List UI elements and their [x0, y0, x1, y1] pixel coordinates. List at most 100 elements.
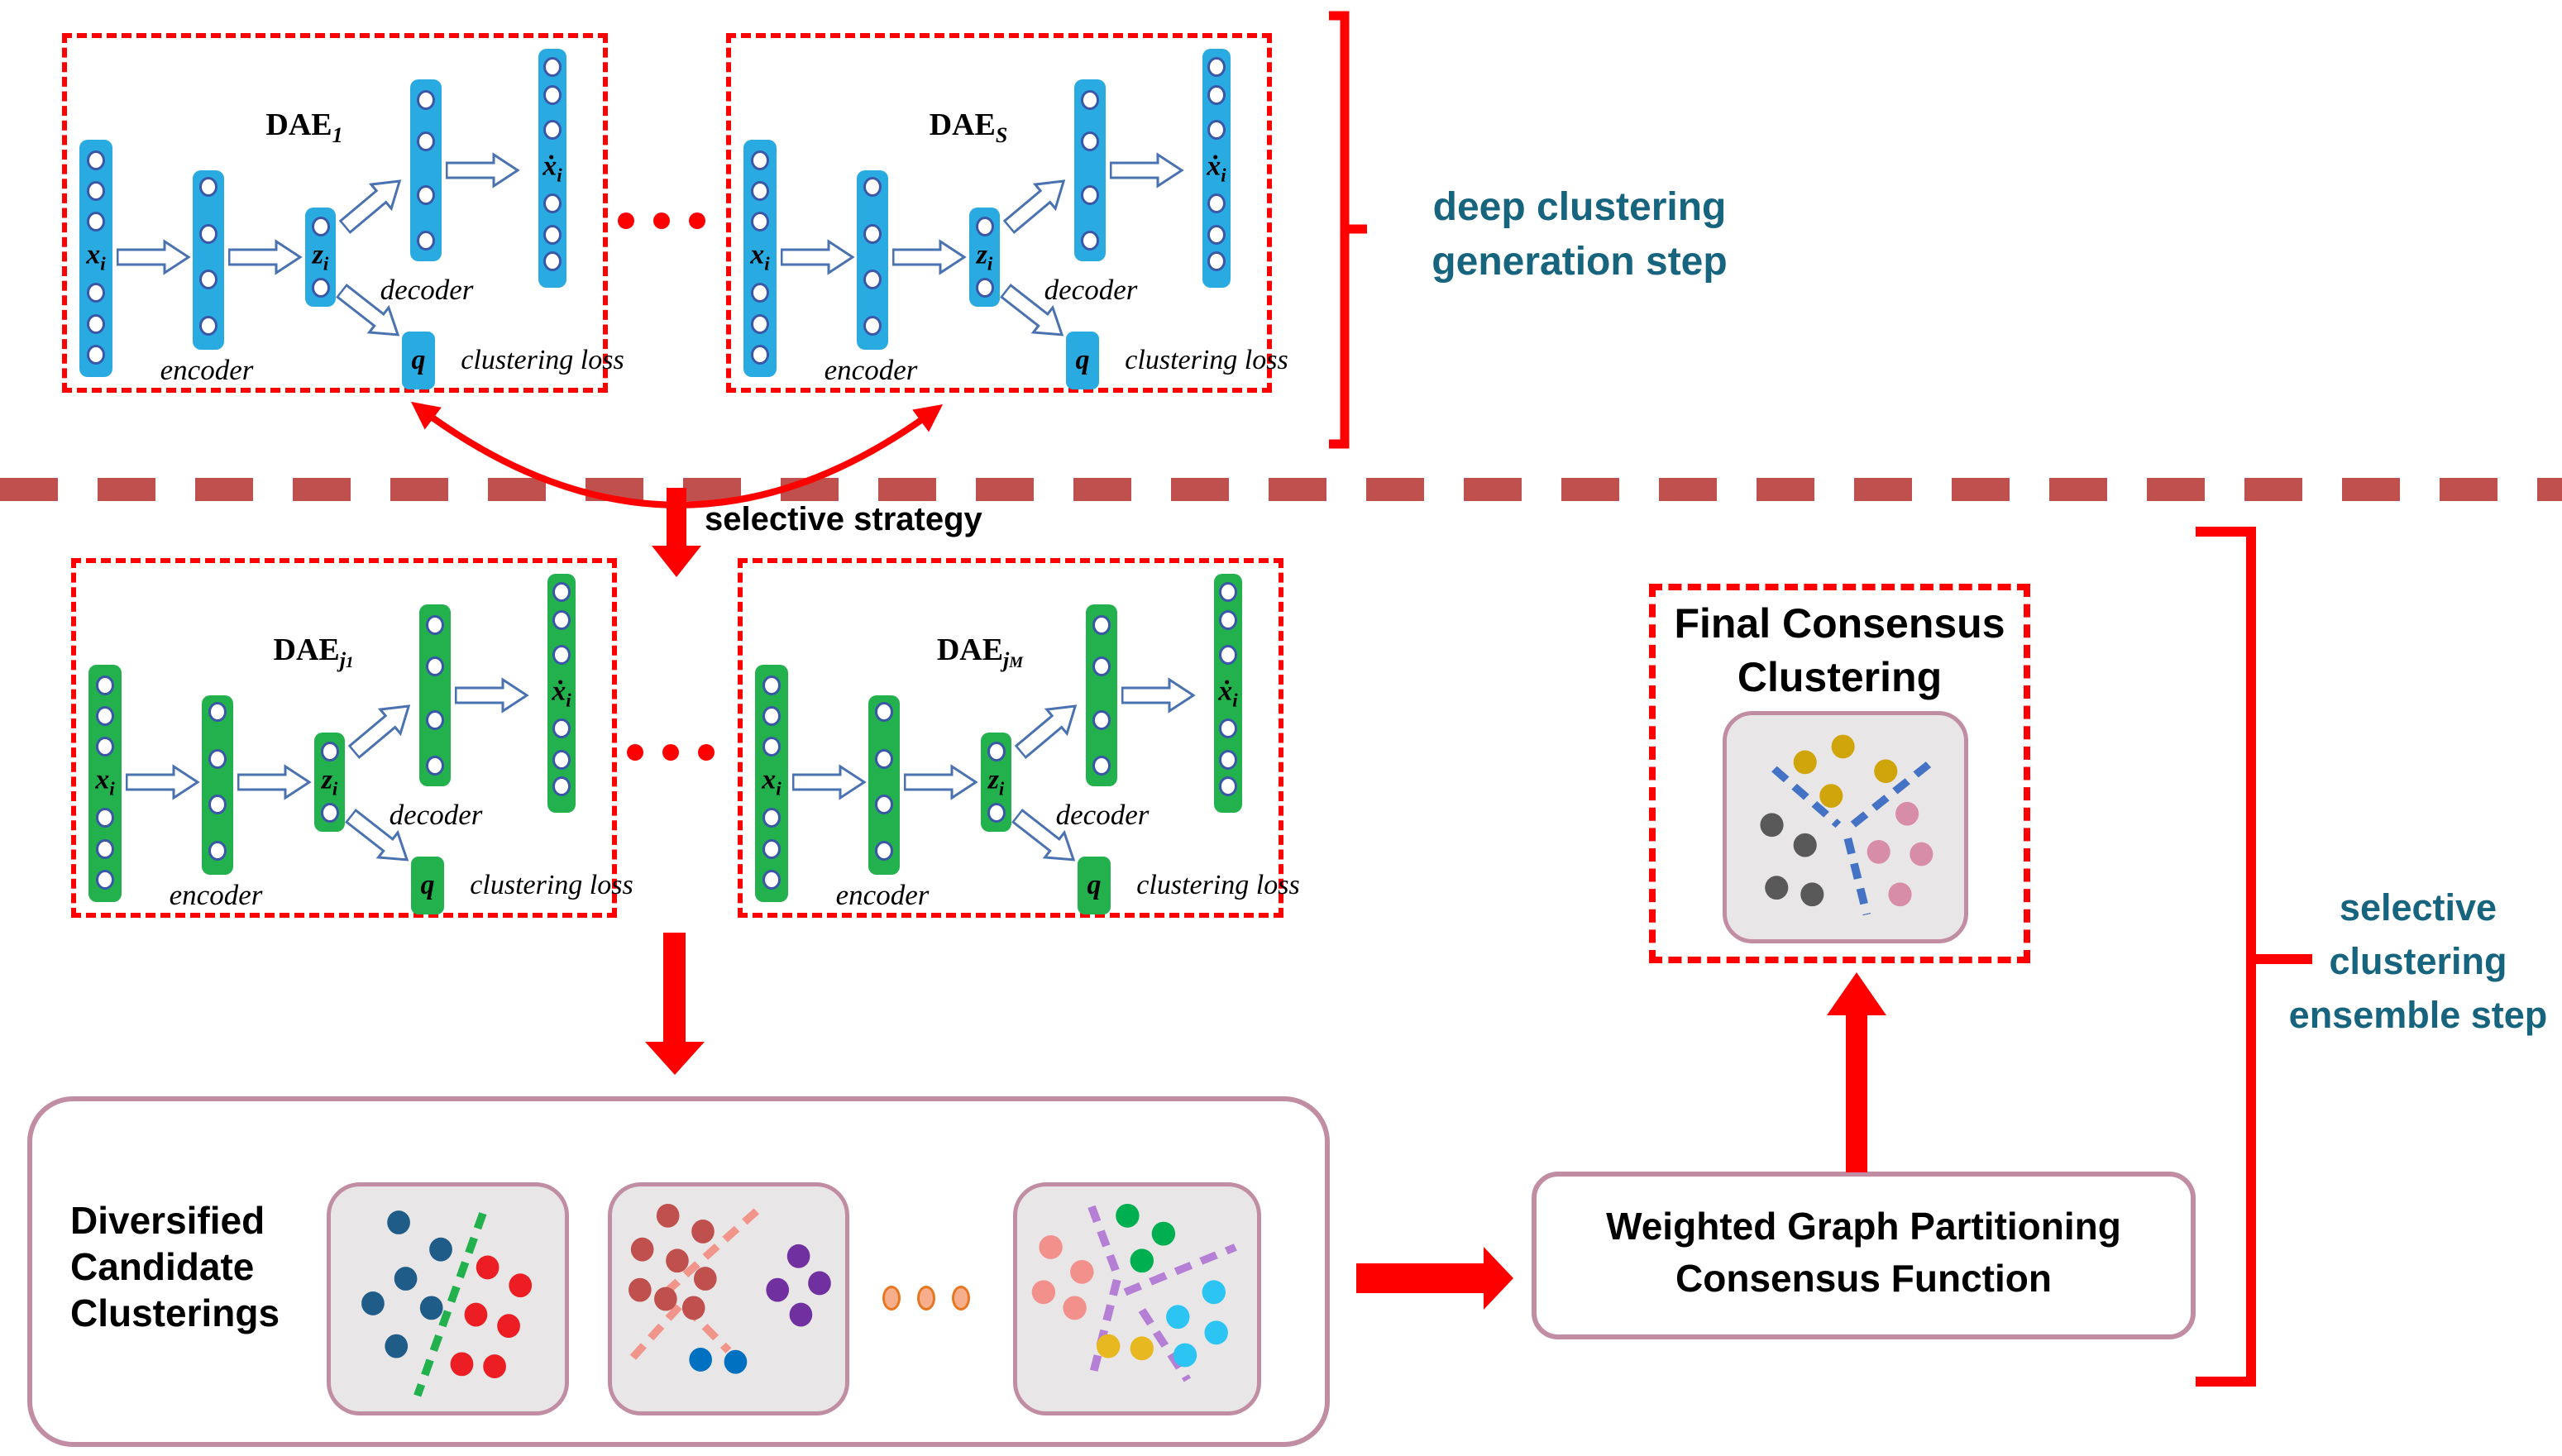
- final-title-line2: Clustering: [1737, 654, 1943, 700]
- cluster-dot: [689, 1348, 712, 1372]
- output-layer-node: [1207, 57, 1226, 77]
- latent-layer-label: zi: [988, 765, 1005, 800]
- encoder-label: encoder: [824, 354, 918, 386]
- hidden-layer-node: [875, 702, 893, 722]
- latent-layer-node: [975, 217, 994, 236]
- input-layer-node: [87, 212, 105, 232]
- input-layer-label-sub: i: [764, 253, 770, 274]
- output-layer-node: [543, 251, 562, 271]
- candidate-clustering-panel-1: [327, 1182, 569, 1415]
- latent-layer-label-sub: i: [332, 778, 338, 800]
- output-layer-node: [543, 57, 562, 77]
- ellipsis-dot: [698, 744, 715, 761]
- to-consensus-arrow-shaft: [1356, 1263, 1484, 1293]
- latent-to-decoder-arrow: [332, 165, 413, 241]
- dae-title: DAE1: [265, 107, 342, 148]
- encode-arrow-1-icon: [791, 764, 867, 800]
- to-consensus-arrow-head: [1484, 1247, 1513, 1310]
- q-block: [402, 332, 435, 389]
- output-layer-node: [552, 645, 571, 665]
- encode-arrow-2-icon: [227, 239, 303, 275]
- hidden-layer-node: [199, 270, 217, 289]
- cluster-dot: [654, 1287, 677, 1311]
- latent-layer-label: zi: [313, 240, 329, 275]
- decoder-layer-node: [1092, 656, 1111, 676]
- candidate-clustering-panel-3: [1013, 1182, 1261, 1415]
- input-layer-label-sub: i: [100, 253, 106, 274]
- input-layer-node: [96, 706, 114, 726]
- selective-strategy-arrow-shaft: [667, 488, 686, 547]
- input-layer-node: [96, 839, 114, 859]
- output-layer-label: ẋi: [543, 151, 562, 187]
- diversified-title-line1: Diversified: [70, 1199, 265, 1242]
- input-layer: [755, 665, 788, 902]
- dae-title: DAES: [930, 107, 1008, 148]
- partition-dashed-line: [1843, 837, 1871, 916]
- cluster-dot: [656, 1203, 680, 1228]
- encode-arrow-2: [227, 239, 303, 275]
- panel-ellipsis-dot: [917, 1286, 935, 1310]
- partition-dashed-line: [629, 1297, 732, 1360]
- decode-arrow: [1121, 677, 1196, 714]
- clustering-loss-label: clustering loss: [1125, 345, 1288, 375]
- cluster-dot: [361, 1291, 385, 1315]
- latent-to-q-arrow: [1006, 801, 1087, 876]
- latent-layer-label: zi: [322, 765, 338, 800]
- latent-layer-node: [987, 803, 1006, 823]
- generation-step-bracket: [1329, 11, 1367, 449]
- latent-layer-node: [320, 742, 339, 761]
- encode-arrow-1: [125, 764, 200, 800]
- clustering-loss-label: clustering loss: [1136, 870, 1300, 900]
- latent-to-decoder-arrow: [342, 690, 422, 766]
- output-layer-label-base: ẋ: [1218, 675, 1233, 707]
- panel-ellipsis-dot: [882, 1286, 901, 1310]
- cluster-dot: [1166, 1305, 1190, 1329]
- cluster-dot: [691, 1219, 715, 1244]
- ellipsis-dot: [627, 744, 643, 761]
- decode-arrow-icon: [445, 152, 520, 189]
- cluster-dot: [1819, 784, 1843, 808]
- encode-arrow-2-icon: [903, 764, 978, 800]
- output-layer-node: [552, 750, 571, 770]
- input-layer-label: xi: [750, 240, 769, 275]
- latent-layer-label-base: z: [312, 239, 323, 270]
- hidden-layer-node: [875, 749, 893, 769]
- weighted-consensus-box: [1532, 1172, 2196, 1339]
- cluster-dot: [509, 1273, 533, 1298]
- generation-step-label: deep clustering generation step: [1406, 180, 1753, 289]
- input-layer-node: [751, 181, 769, 201]
- decoder-layer-node: [1081, 185, 1099, 205]
- decoder-layer-node: [426, 615, 444, 635]
- dae-title-subsub: M: [1009, 653, 1024, 671]
- latent-layer-label-base: z: [976, 239, 987, 270]
- cluster-dot: [1096, 1334, 1121, 1358]
- input-layer-node: [751, 283, 769, 303]
- input-layer-node: [87, 181, 105, 201]
- latent-layer-label: zi: [977, 240, 993, 275]
- cluster-dot: [483, 1354, 506, 1379]
- decoder-layer-node: [426, 656, 444, 676]
- dae-title-base: DAE: [929, 107, 996, 143]
- input-layer-node: [762, 675, 781, 695]
- q-block: [411, 857, 444, 914]
- input-layer-label-base: x: [86, 239, 101, 270]
- encode-arrow-2: [891, 239, 967, 275]
- input-layer: [79, 140, 112, 377]
- output-layer-node: [543, 225, 562, 245]
- decoder-label: decoder: [1055, 799, 1150, 831]
- to-candidates-arrow-shaft: [663, 933, 686, 1043]
- output-layer-label-sub: i: [1221, 165, 1226, 186]
- cluster-dot: [1173, 1343, 1197, 1368]
- dae-title-base: DAE: [936, 633, 1004, 668]
- latent-layer-label-sub: i: [323, 253, 329, 274]
- hidden-layer-node: [863, 224, 882, 244]
- input-layer-node: [87, 150, 105, 170]
- ensemble-step-line2: clustering: [2329, 939, 2507, 982]
- q-block-label: q: [1075, 345, 1090, 375]
- cluster-dot: [1204, 1320, 1228, 1345]
- output-layer-node: [1207, 85, 1226, 105]
- decoder-layer-node: [426, 710, 444, 730]
